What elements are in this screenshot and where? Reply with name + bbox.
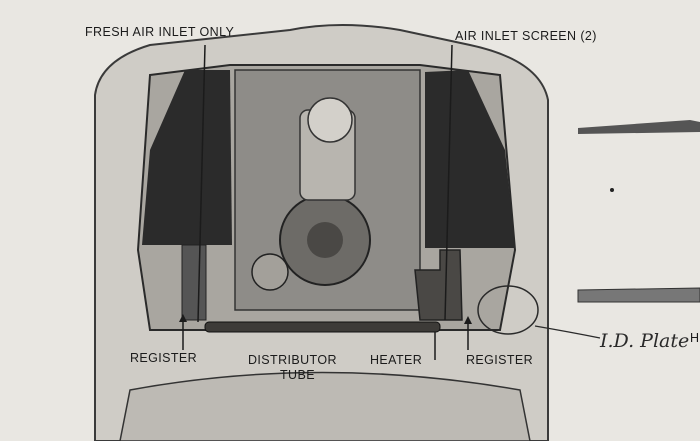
air-inlet-screen-label: AIR INLET SCREEN (2) <box>455 29 597 43</box>
air-screen-pointer <box>444 44 453 321</box>
fan-hub <box>307 222 343 258</box>
register-left-label: REGISTER <box>130 351 198 365</box>
distributor-tube-label-line2: TUBE <box>280 368 315 382</box>
register-left-arrowhead <box>179 314 187 322</box>
register-right-arrowhead <box>464 316 472 324</box>
id-plate-handwritten-note: I.D. Plate <box>600 330 690 352</box>
air-cleaner <box>307 97 353 143</box>
left-air-duct-panel <box>142 70 232 245</box>
register-right-label: REGISTER <box>466 353 534 367</box>
generator-pulley <box>251 253 289 291</box>
edge-fragment-label: H <box>690 331 700 345</box>
heater-duct <box>414 249 463 321</box>
heater-label: HEATER <box>370 353 423 367</box>
left-inlet-pipe <box>181 244 207 321</box>
id-plate-line <box>534 325 601 339</box>
id-plate-circle <box>477 285 539 335</box>
distributor-tube-label-line1: DISTRIBUTOR <box>248 353 337 367</box>
distributor-tube <box>204 321 441 333</box>
right-side-detail-lower <box>577 287 700 303</box>
right-dot <box>610 188 614 192</box>
fresh-air-inlet-label: FRESH AIR INLET ONLY <box>85 25 235 39</box>
fresh-air-pointer <box>197 44 206 323</box>
right-side-detail-upper <box>578 120 700 134</box>
lower-body-curve <box>119 371 531 441</box>
